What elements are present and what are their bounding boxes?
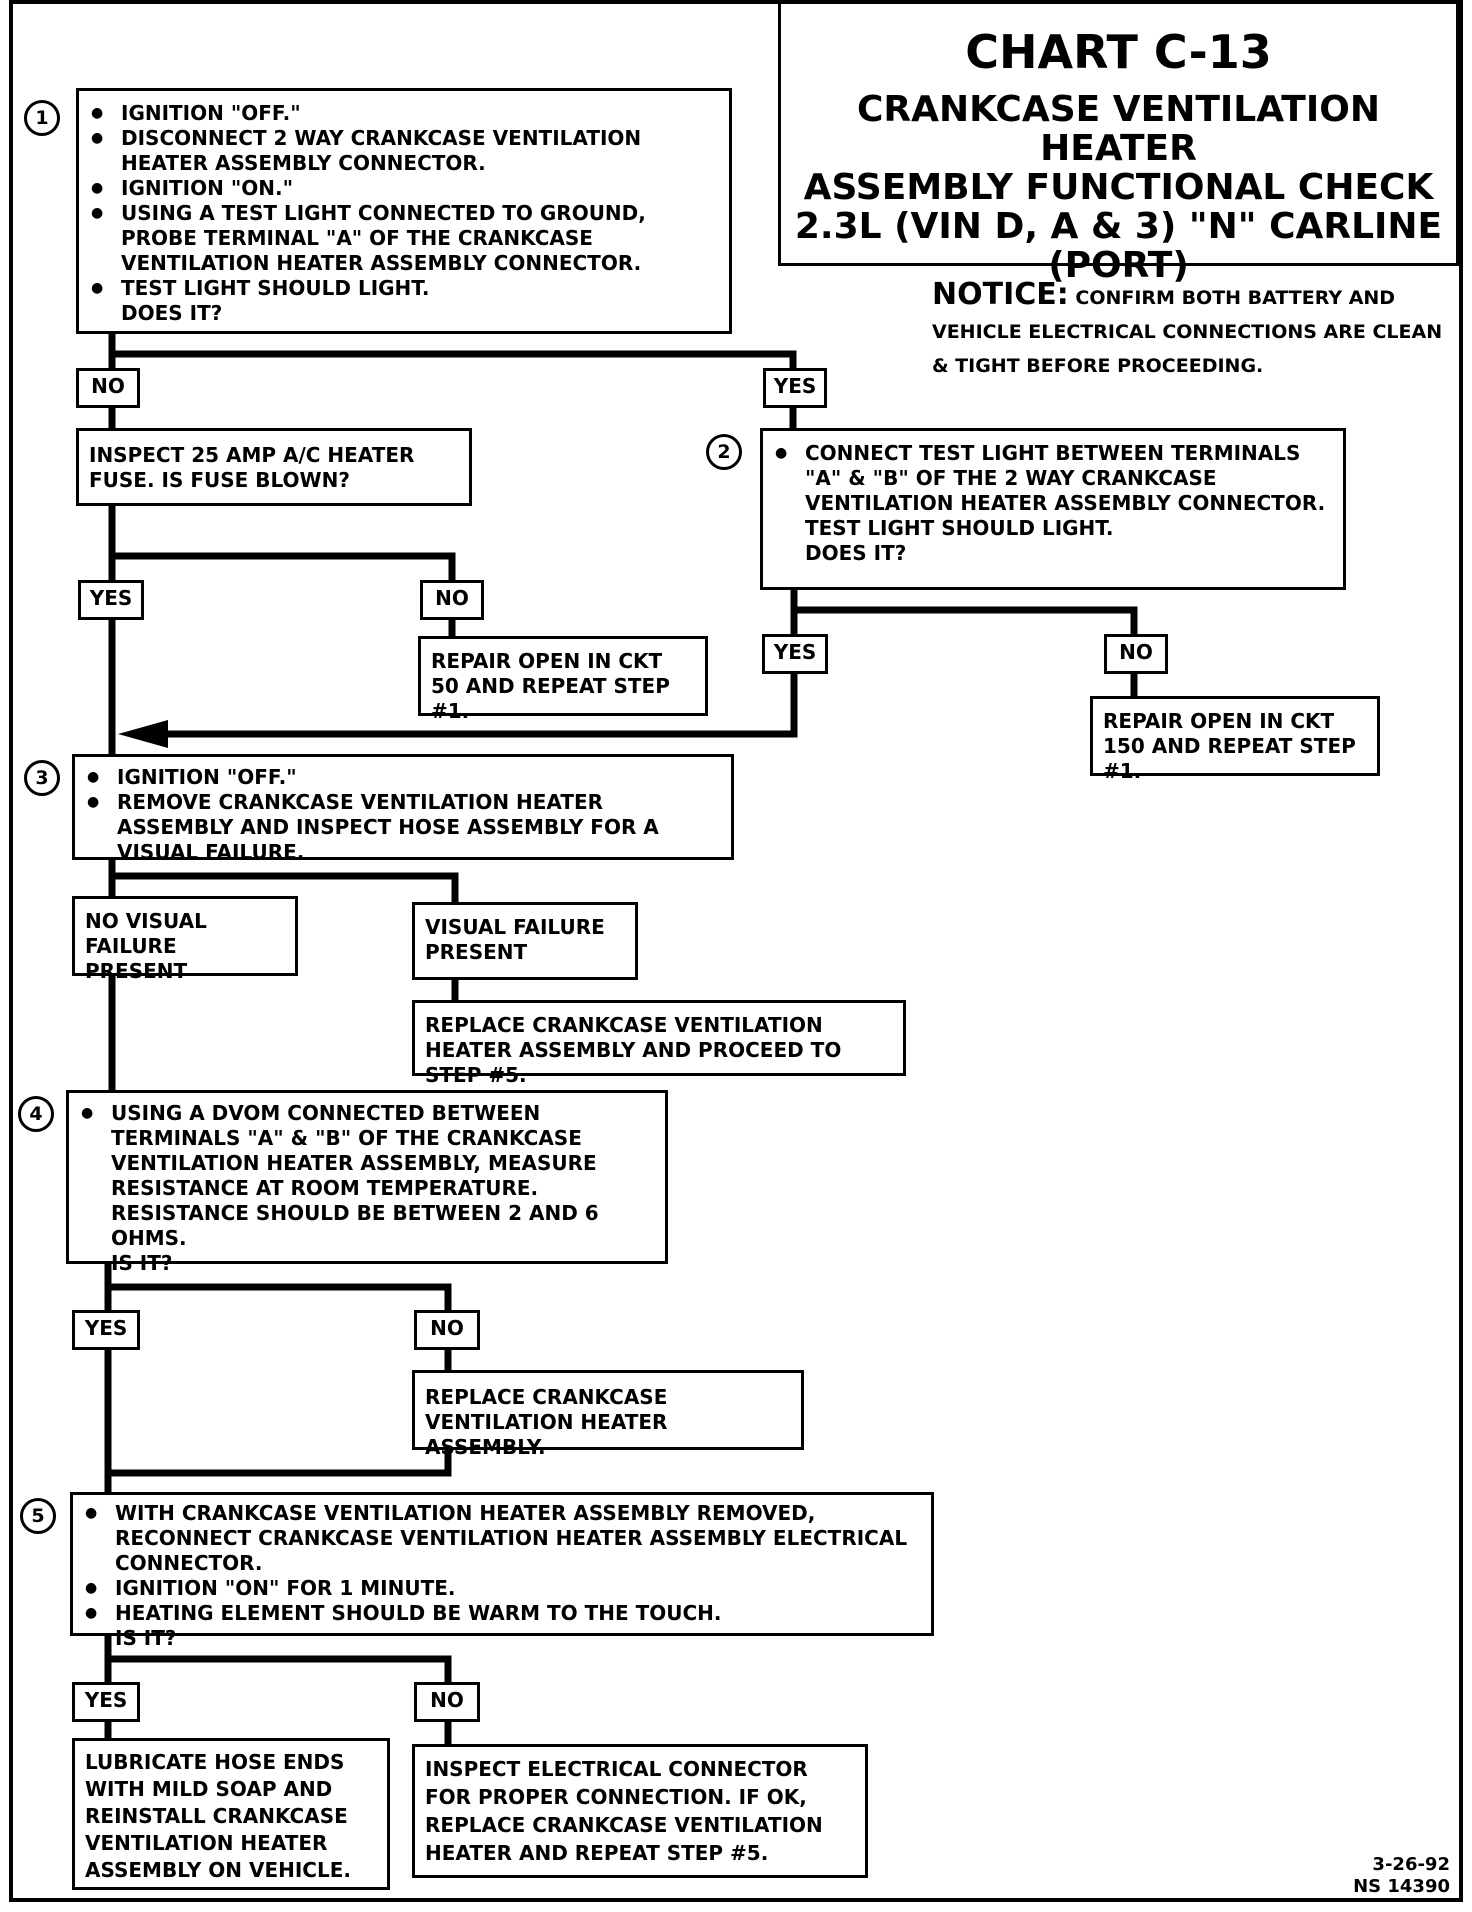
label-no: NO bbox=[76, 368, 140, 408]
replace-heater-box: REPLACE CRANKCASE VENTILATION HEATER ASS… bbox=[412, 1370, 804, 1459]
document-stamp: 3-26-92 NS 14390 bbox=[1290, 1854, 1450, 1898]
step-2-marker: 2 bbox=[706, 434, 742, 470]
label-no: NO bbox=[1104, 634, 1168, 674]
notice-block: NOTICE: CONFIRM BOTH BATTERY AND VEHICLE… bbox=[932, 278, 1447, 383]
repair-ckt50-box: REPAIR OPEN IN CKT 50 AND REPEAT STEP #1… bbox=[418, 636, 708, 723]
page-border bbox=[9, 0, 1463, 1902]
label-yes: YES bbox=[763, 368, 827, 408]
stamp-date: 3-26-92 bbox=[1372, 1854, 1450, 1875]
chart-title-box: CHART C-13 CRANKCASE VENTILATION HEATER … bbox=[778, 4, 1459, 285]
connector-s3-visual bbox=[112, 872, 459, 902]
chart-title: CRANKCASE VENTILATION HEATER ASSEMBLY FU… bbox=[794, 89, 1443, 286]
step-1-box: IGNITION "OFF." DISCONNECT 2 WAY CRANKCA… bbox=[76, 88, 732, 334]
step-3-box: IGNITION "OFF." REMOVE CRANKCASE VENTILA… bbox=[72, 754, 734, 864]
connector-yes2-return bbox=[150, 672, 798, 738]
step-1-question: DOES IT? bbox=[121, 301, 223, 325]
chart-id: CHART C-13 bbox=[965, 25, 1272, 79]
connector-s4-no bbox=[108, 1283, 452, 1312]
step-2-box: CONNECT TEST LIGHT BETWEEN TERMINALS "A"… bbox=[760, 428, 1346, 590]
step-4-question: IS IT? bbox=[111, 1251, 173, 1275]
step-5-box: WITH CRANKCASE VENTILATION HEATER ASSEMB… bbox=[70, 1492, 934, 1650]
connector-s2-no bbox=[794, 606, 1138, 634]
step-5-bullets: WITH CRANKCASE VENTILATION HEATER ASSEMB… bbox=[83, 1501, 921, 1626]
notice-label: NOTICE: bbox=[932, 277, 1069, 312]
step-4-box: USING A DVOM CONNECTED BETWEEN TERMINALS… bbox=[66, 1090, 668, 1275]
notice-text: CONFIRM BOTH BATTERY AND VEHICLE ELECTRI… bbox=[932, 287, 1443, 377]
inspect-connector-box: INSPECT ELECTRICAL CONNECTOR FOR PROPER … bbox=[412, 1744, 868, 1878]
label-no: NO bbox=[414, 1310, 480, 1350]
step-1-marker: 1 bbox=[24, 100, 60, 136]
connector-fuse-no bbox=[112, 552, 456, 580]
label-yes: YES bbox=[762, 634, 828, 674]
step-4-marker: 4 bbox=[18, 1096, 54, 1132]
step-1-bullets: IGNITION "OFF." DISCONNECT 2 WAY CRANKCA… bbox=[89, 101, 719, 301]
step-3-bullets: IGNITION "OFF." REMOVE CRANKCASE VENTILA… bbox=[85, 765, 721, 865]
return-arrowhead bbox=[118, 720, 168, 748]
lubricate-box: LUBRICATE HOSE ENDS WITH MILD SOAP AND R… bbox=[72, 1738, 390, 1890]
replace-proceed-box: REPLACE CRANKCASE VENTILATION HEATER ASS… bbox=[412, 1000, 906, 1087]
step-3-marker: 3 bbox=[24, 760, 60, 796]
step-2-question: DOES IT? bbox=[805, 541, 907, 565]
step-2-bullets: CONNECT TEST LIGHT BETWEEN TERMINALS "A"… bbox=[773, 441, 1333, 516]
visual-failure-box: VISUAL FAILURE PRESENT bbox=[412, 902, 638, 980]
no-visual-failure-box: NO VISUAL FAILURE PRESENT bbox=[72, 896, 298, 983]
label-no: NO bbox=[420, 580, 484, 620]
step-4-bullets: USING A DVOM CONNECTED BETWEEN TERMINALS… bbox=[79, 1101, 655, 1251]
inspect-fuse-box: INSPECT 25 AMP A/C HEATER FUSE. IS FUSE … bbox=[76, 428, 472, 506]
label-yes: YES bbox=[72, 1682, 140, 1722]
connector-replace-return bbox=[108, 1448, 452, 1477]
step-5-marker: 5 bbox=[20, 1498, 56, 1534]
connector-s5-no bbox=[108, 1655, 452, 1684]
step-5-question: IS IT? bbox=[115, 1626, 177, 1650]
connector-s1-yes bbox=[112, 350, 797, 368]
label-yes: YES bbox=[72, 1310, 140, 1350]
repair-ckt150-box: REPAIR OPEN IN CKT 150 AND REPEAT STEP #… bbox=[1090, 696, 1380, 783]
stamp-code: NS 14390 bbox=[1353, 1876, 1450, 1897]
label-no: NO bbox=[414, 1682, 480, 1722]
label-yes: YES bbox=[78, 580, 144, 620]
